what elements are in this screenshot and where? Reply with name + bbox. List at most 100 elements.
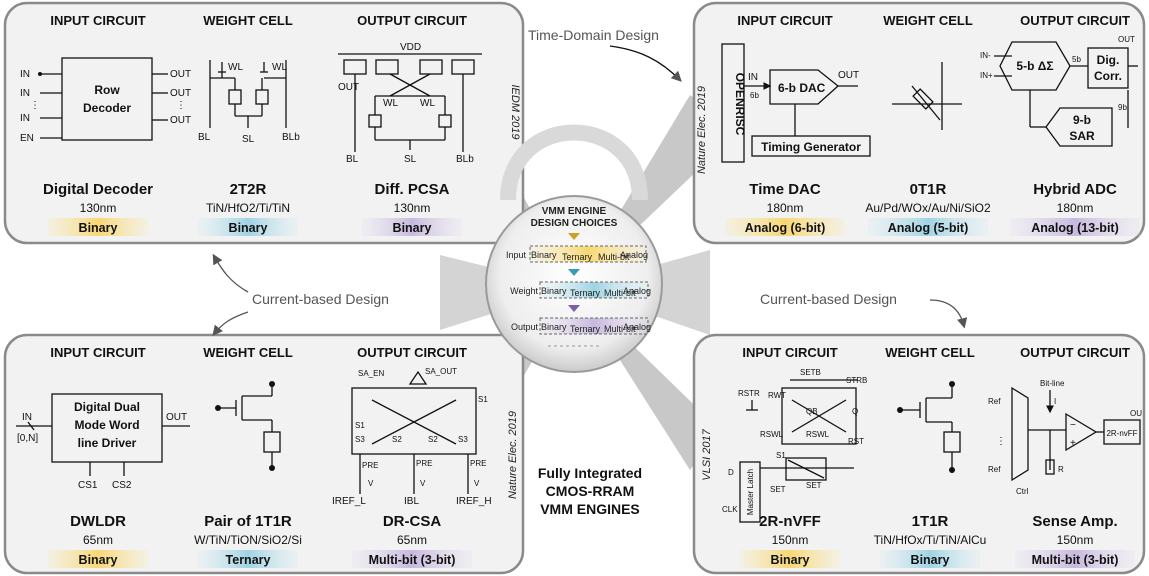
tr-item-2-badge-bg (868, 218, 988, 236)
tl-owl1: WL (383, 98, 398, 109)
br-rwt: RWT (768, 391, 786, 400)
tr-6b: 6b (750, 91, 759, 100)
tl-out2: OUT (170, 88, 191, 99)
tl-diff-pcsa-schematic: VDD OUT WL WL BL SL BLb (338, 42, 482, 165)
tr-item-1-name: Time DAC (749, 181, 821, 198)
tl-item-1-sub: 130nm (80, 201, 117, 215)
hub-row-input: Input (506, 250, 527, 260)
panel-bottom-left: Nature Elec. 2019 INPUT CIRCUIT WEIGHT C… (3, 333, 525, 575)
panel-top-left: IEDM 2019 INPUT CIRCUIT WEIGHT CELL OUTP… (3, 1, 525, 245)
tl-item-1-badge: Binary (79, 221, 118, 235)
hub-input-binary: Binary (531, 250, 557, 260)
tr-in: IN (748, 72, 758, 83)
bl-vclpc: V (474, 479, 480, 488)
transition-time-domain: Time-Domain Design (528, 27, 659, 43)
tl-blb: BLb (282, 132, 300, 143)
tr-dig1: Dig. (1097, 53, 1120, 67)
bl-cs2: CS2 (112, 480, 132, 491)
bl-item-1-badge: Binary (79, 553, 118, 567)
tl-out1: OUT (170, 69, 191, 80)
tl-header-weight: WEIGHT CELL (203, 13, 293, 28)
center-caption-2: CMOS-RRAM (546, 483, 635, 499)
br-latch: Master Latch (746, 469, 755, 515)
hub-weight-multibit: Multi-bit (604, 288, 636, 298)
br-item-3-sub: 150nm (1057, 533, 1094, 547)
hub-weight-analog: Analog (623, 286, 651, 296)
bl-header-input: INPUT CIRCUIT (50, 345, 145, 360)
br-item-3-badge-bg (1015, 550, 1135, 568)
bl-irefh: IREF_H (456, 496, 492, 507)
tl-item-1-badge-bg (48, 218, 148, 236)
bl-irefl: IREF_L (332, 496, 366, 507)
br-sense-amp-schematic: Bit-line I Ref Ref ⋮ − + R Ctrl 2R-nvFF … (988, 379, 1142, 496)
tl-header-output: OUTPUT CIRCUIT (357, 13, 467, 28)
transition-current-right: Current-based Design (760, 291, 897, 307)
bl-drv2: Mode Word (74, 418, 139, 432)
panel-br-venue: VLSI 2017 (701, 428, 713, 480)
bl-item-2-badge: Ternary (226, 553, 271, 567)
hub-output-ternary: Ternary (570, 324, 601, 334)
bl-item-3-badge: Multi-bit (3-bit) (369, 553, 456, 567)
tr-time-dac-schematic: OPENRISC IN 6b 6-b DAC OUT Timing Genera… (721, 43, 871, 163)
br-item-1-sub: 150nm (772, 533, 809, 547)
tl-in-dots: ⋮ (30, 100, 40, 111)
br-setb: SETB (800, 368, 821, 377)
tl-bl: BL (198, 132, 211, 143)
tr-header-weight: WEIGHT CELL (883, 13, 973, 28)
hub-input-analog: Analog (620, 250, 648, 260)
tr-dac: 6-b DAC (778, 81, 826, 95)
panel-tl-venue: IEDM 2019 (509, 84, 521, 139)
tr-0t1r-schematic (892, 62, 962, 130)
tl-owl2: WL (420, 98, 435, 109)
panel-bl-venue: Nature Elec. 2019 (507, 411, 519, 499)
tl-2t2r-schematic: WL WL BL SL BLb (198, 60, 300, 145)
bl-header-output: OUTPUT CIRCUIT (357, 345, 467, 360)
tl-wl1: WL (228, 62, 243, 73)
tr-sar1: 9-b (1073, 113, 1091, 127)
bl-saout: SA_OUT (425, 367, 457, 376)
bl-s1a: S1 (355, 421, 365, 430)
br-ctrl: Ctrl (1016, 487, 1029, 496)
tr-header-input: INPUT CIRCUIT (737, 13, 832, 28)
tr-timing: Timing Generator (761, 140, 861, 154)
br-qb: QB (806, 407, 818, 416)
bl-prec: PRE (470, 459, 486, 468)
tl-item-2-name: 2T2R (230, 181, 267, 198)
bl-cs1: CS1 (78, 480, 98, 491)
tl-out3: OUT (170, 115, 191, 126)
br-header-output: OUTPUT CIRCUIT (1020, 345, 1130, 360)
tl-inn: IN (20, 113, 30, 124)
bl-item-3-badge-bg (352, 550, 472, 568)
bl-s2b: S2 (428, 435, 438, 444)
panel-tr-frame (692, 1, 1146, 245)
br-set2: SET (806, 481, 822, 490)
br-minus-sign: − (1070, 420, 1076, 431)
tl-item-2-badge-bg (198, 218, 298, 236)
bl-drv1: Digital Dual (74, 400, 140, 414)
center-caption-3: VMM ENGINES (540, 501, 640, 517)
hub-output-multibit: Multi-bit (604, 324, 636, 334)
tl-osl: SL (404, 154, 417, 165)
tr-item-3-name: Hybrid ADC (1033, 181, 1117, 198)
tr-hybrid-adc-schematic: IN- IN+ 5-b ΔΣ 5b Dig. Corr. OUT 9b 9-b … (980, 35, 1138, 147)
bl-item-1-name: DWLDR (70, 513, 126, 530)
tr-item-3-badge-bg (1010, 218, 1140, 236)
br-nvff: 2R-nvFF (1106, 429, 1137, 438)
tl-item-3-name: Diff. PCSA (375, 181, 450, 198)
bl-item-2-name: Pair of 1T1R (204, 513, 292, 530)
br-plus-sign: + (1070, 438, 1076, 449)
br-rst: RST (848, 437, 864, 446)
tl-oblb: BLb (456, 154, 474, 165)
br-s1: S1 (776, 451, 786, 460)
br-1t1r-schematic (897, 381, 961, 473)
br-item-1-badge: Binary (771, 553, 810, 567)
center-caption-1: Fully Integrated (538, 465, 642, 481)
bl-vclpb: V (420, 479, 426, 488)
hub-input-ternary: Ternary (562, 252, 593, 262)
bl-dr-csa-schematic: SA_EN SA_OUT S1 S3 S2 S2 S3 S1 PRE PRE P… (332, 367, 492, 507)
br-item-2-badge: Binary (911, 553, 950, 567)
bl-vclpa: V (368, 479, 374, 488)
panel-tr-venue: Nature Elec. 2019 (696, 86, 708, 174)
center-hub: VMM ENGINE DESIGN CHOICES Input Binary T… (485, 124, 663, 373)
tr-aout: OUT (1118, 35, 1135, 44)
